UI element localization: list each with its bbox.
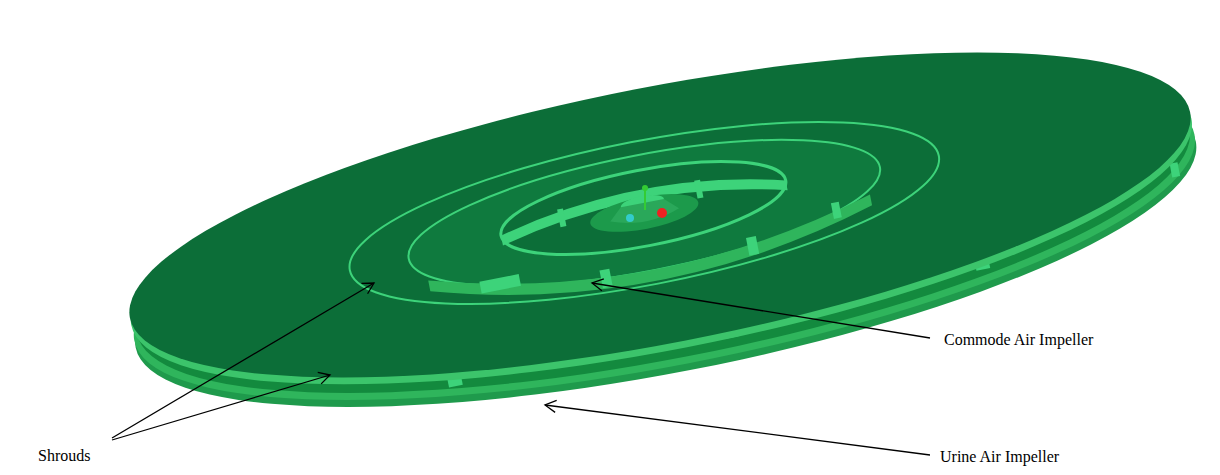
part-label: Commode Air Impeller: [944, 330, 1093, 349]
leader-arrow: [545, 405, 930, 455]
leader-arrow: [112, 375, 330, 440]
leader-arrow: [592, 283, 930, 338]
part-label: Urine Air Impeller: [940, 447, 1059, 466]
impeller-disc: [105, 0, 1220, 473]
part-label: Shrouds: [38, 446, 90, 465]
leader-arrow: [112, 283, 374, 438]
